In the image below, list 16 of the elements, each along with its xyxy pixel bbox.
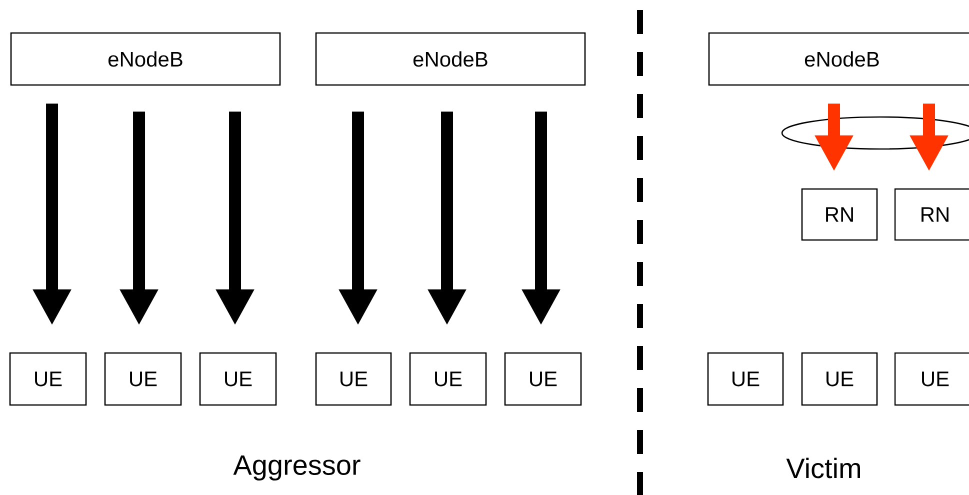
device-box: UE	[199, 352, 277, 406]
caption-label: Aggressor	[233, 455, 360, 481]
device-box: UE	[409, 352, 487, 406]
station-box: eNodeB	[315, 32, 586, 86]
device-box: UE	[707, 352, 784, 406]
station-box: eNodeB	[10, 32, 281, 86]
device-box: UE	[801, 352, 878, 406]
station-box: eNodeB	[708, 32, 969, 86]
caption-label: Victim	[786, 458, 860, 478]
device-box: UE	[315, 352, 392, 406]
relay-box: RN	[801, 188, 878, 241]
device-box: UE	[104, 352, 182, 406]
device-box: UE	[9, 352, 87, 406]
device-box: UE	[504, 352, 582, 406]
device-box: UE	[894, 352, 969, 406]
relay-box: RN	[894, 188, 969, 241]
